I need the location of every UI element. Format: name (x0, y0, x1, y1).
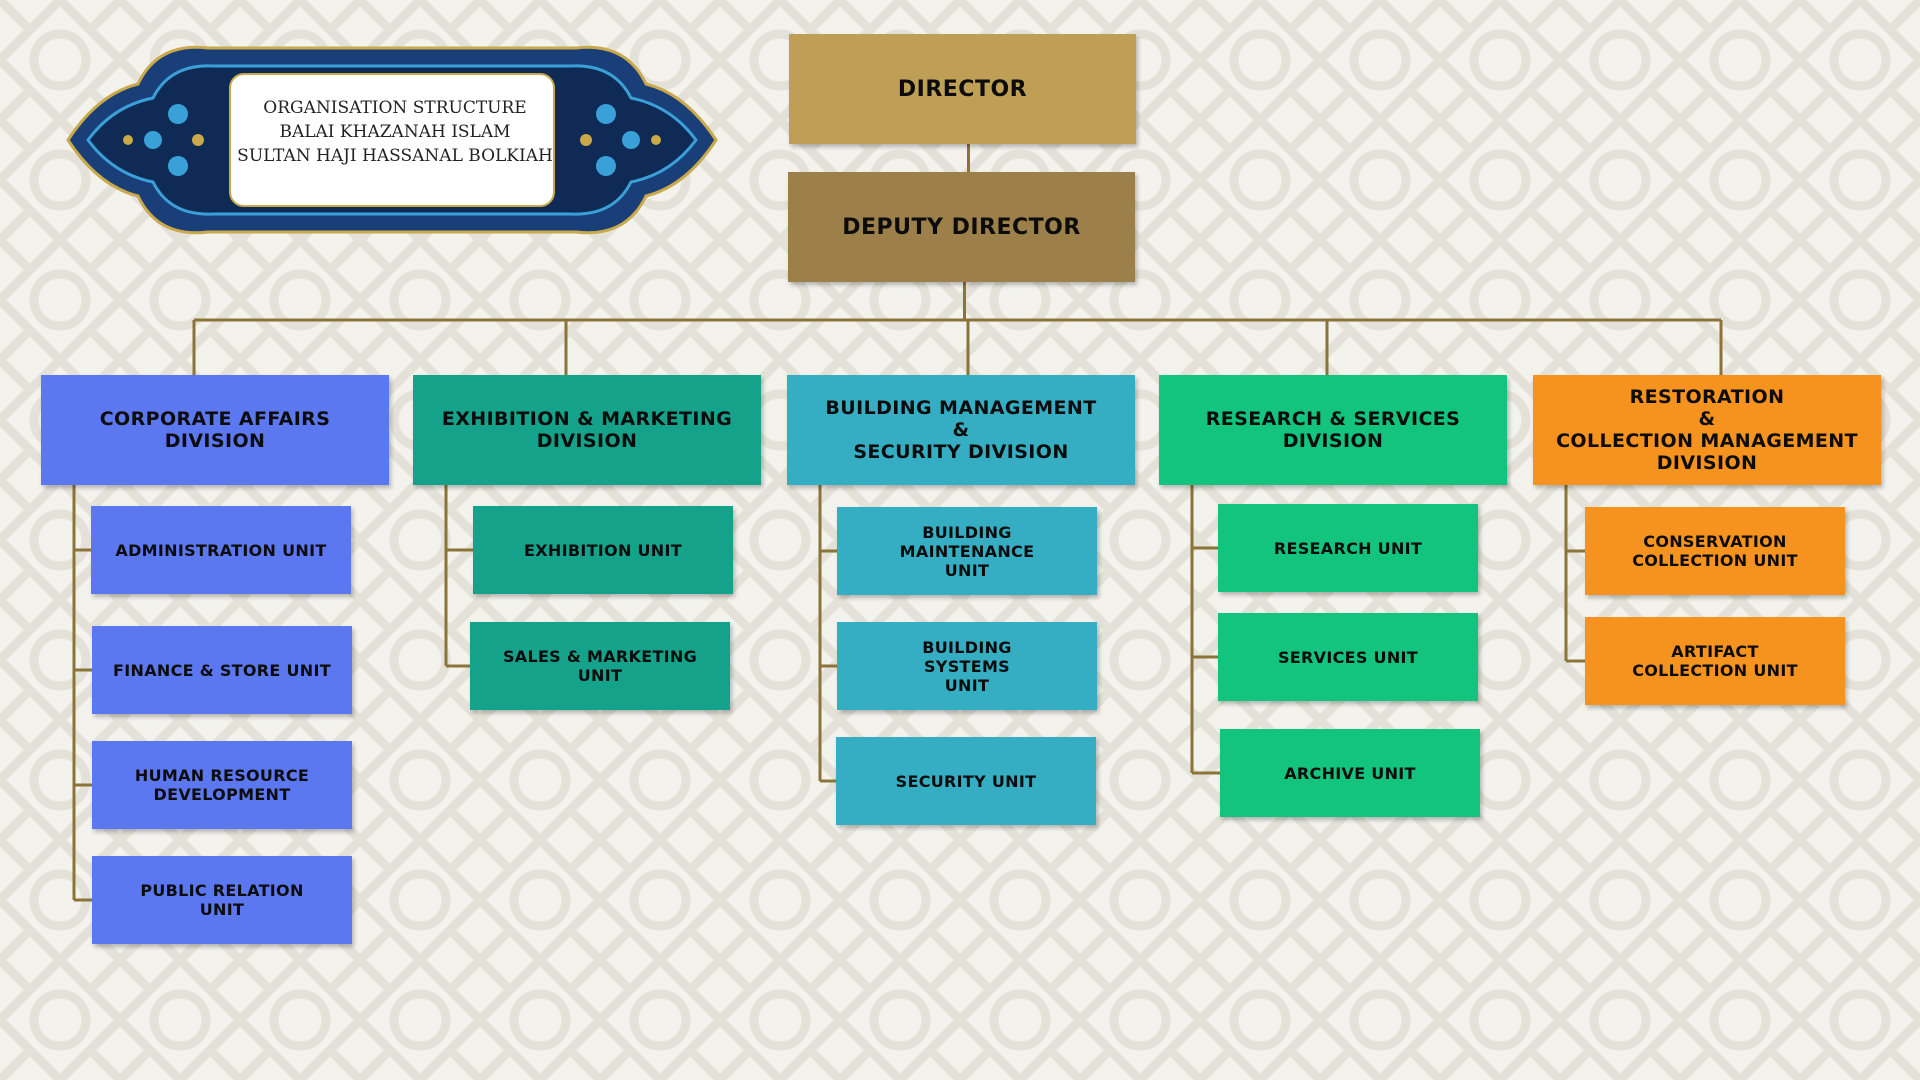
unit-human-resource-development: HUMAN RESOURCE DEVELOPMENT (92, 741, 352, 829)
title-plaque-ornament (66, 45, 718, 235)
division-exhibition-marketing: EXHIBITION & MARKETING DIVISION (413, 375, 761, 485)
unit-building-maintenance: BUILDING MAINTENANCE UNIT (837, 507, 1097, 595)
unit-administration: ADMINISTRATION UNIT (91, 506, 351, 594)
unit-finance-store: FINANCE & STORE UNIT (92, 626, 352, 714)
division-restoration-collection-management: RESTORATION & COLLECTION MANAGEMENT DIVI… (1533, 375, 1881, 485)
division-building-management-security: BUILDING MANAGEMENT & SECURITY DIVISION (787, 375, 1135, 485)
unit-archive: ARCHIVE UNIT (1220, 729, 1480, 817)
unit-research: RESEARCH UNIT (1218, 504, 1478, 592)
unit-conservation-collection: CONSERVATION COLLECTION UNIT (1585, 507, 1845, 595)
director-box: DIRECTOR (789, 34, 1136, 144)
unit-exhibition: EXHIBITION UNIT (473, 506, 733, 594)
unit-sales-marketing: SALES & MARKETING UNIT (470, 622, 730, 710)
unit-security: SECURITY UNIT (836, 737, 1096, 825)
unit-public-relation: PUBLIC RELATION UNIT (92, 856, 352, 944)
chart-title: ORGANISATION STRUCTURE BALAI KHAZANAH IS… (237, 98, 553, 166)
unit-artifact-collection: ARTIFACT COLLECTION UNIT (1585, 617, 1845, 705)
division-research-services: RESEARCH & SERVICES DIVISION (1159, 375, 1507, 485)
deputy-director-box: DEPUTY DIRECTOR (788, 172, 1135, 282)
division-corporate-affairs: CORPORATE AFFAIRS DIVISION (41, 375, 389, 485)
unit-services: SERVICES UNIT (1218, 613, 1478, 701)
unit-building-systems: BUILDING SYSTEMS UNIT (837, 622, 1097, 710)
